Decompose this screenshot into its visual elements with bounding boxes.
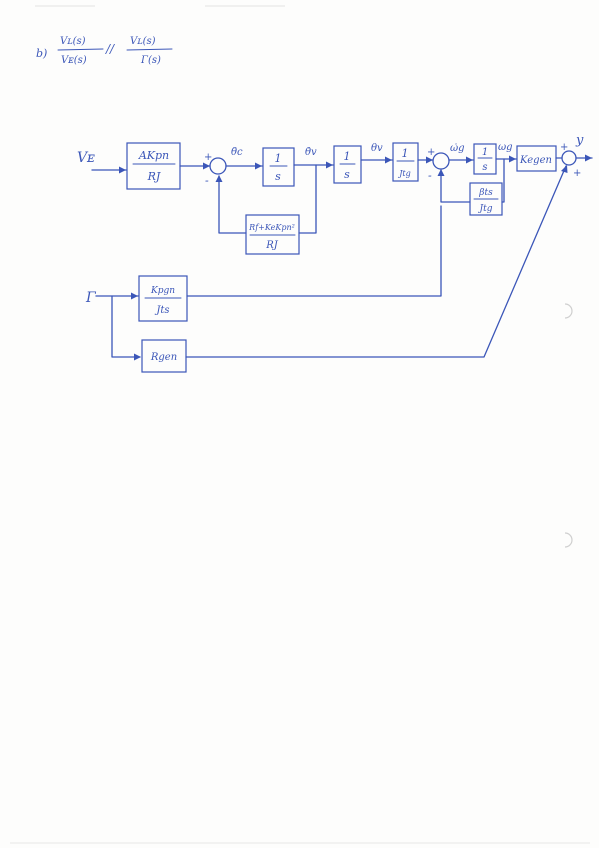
signal-theta: θv [371, 143, 383, 154]
block-denominator: RJ [147, 170, 161, 183]
block-integrator-2: 1 s [333, 145, 362, 184]
block-numerator: AKpn [138, 149, 169, 162]
arrow [585, 154, 592, 162]
block-inertia: 1 Jtg [392, 142, 419, 182]
arrow [326, 161, 333, 169]
arrow [426, 156, 433, 164]
ratio-two-numerator: Vʟ(s) [130, 36, 156, 47]
arrow [437, 169, 445, 176]
item-label: b) [36, 47, 47, 60]
ratio-one-denominator: Vᴇ(s) [61, 55, 87, 66]
arrow [385, 156, 392, 164]
block-friction: βts Jtg [469, 182, 503, 216]
signal-omega-dot: ω̇g [450, 143, 465, 154]
wire-rgen [185, 165, 567, 358]
signal-lines [91, 154, 593, 361]
block-numerator: βts [478, 188, 493, 198]
output-y-label: y [575, 133, 584, 148]
summing-junction-1 [209, 157, 227, 175]
block-denominator: s [275, 170, 281, 183]
signal-omega: ωg [498, 142, 513, 153]
block-frame [126, 142, 181, 190]
wire-kpgen [186, 205, 442, 297]
ratio-two-denominator: Γ(s) [140, 55, 161, 66]
punch-hole [564, 532, 573, 548]
wire-friction [440, 169, 471, 203]
block-frame [138, 275, 188, 322]
arrow [119, 166, 126, 174]
input-ve-label: Vᴇ [77, 150, 95, 166]
block-denominator: s [344, 168, 350, 181]
arrow [561, 165, 568, 173]
header: b) Vʟ(s) Vᴇ(s) // Vʟ(s) Γ(s) [36, 36, 173, 66]
arrow [255, 162, 262, 170]
block-integrator-3: 1 s [473, 143, 497, 175]
arrow [203, 162, 210, 170]
block-label: Kegen [519, 155, 552, 166]
wire-feedback [218, 175, 247, 234]
block-akpn: AKpn RJ [126, 142, 181, 190]
block-integrator-1: 1 s [262, 147, 295, 187]
block-kegen: Kegen [516, 145, 557, 172]
signal-theta-dot: θ̇v [305, 147, 317, 158]
block-kpgen: Kpgn Jts [138, 275, 188, 322]
block-frame [469, 182, 503, 216]
wire-feedback [298, 164, 317, 234]
arrow [215, 175, 223, 182]
block-denominator: Jtg [478, 204, 493, 214]
arrow [466, 156, 473, 164]
sign-plus: + [560, 142, 568, 153]
wire-gamma-branch [111, 295, 141, 358]
block-frame [245, 214, 300, 255]
separator: // [105, 42, 116, 56]
block-rgen: Rgen [141, 339, 187, 373]
block-numerator: 1 [275, 152, 282, 165]
block-frame [141, 339, 187, 373]
input-gamma-label: Γ [85, 290, 97, 306]
ratio-one-numerator: Vʟ(s) [60, 36, 86, 47]
wire-friction [501, 158, 505, 203]
block-feedback: Rf+KeKpn² RJ [245, 214, 300, 255]
block-numerator: Kpgn [150, 286, 175, 296]
punch-hole [564, 303, 573, 319]
block-frame [516, 145, 557, 172]
block-numerator: 1 [344, 150, 351, 163]
block-numerator: 1 [482, 147, 488, 158]
block-numerator: 1 [402, 147, 409, 160]
signal-theta-ddot: θ̈c [231, 147, 243, 158]
sign-plus: + [204, 152, 212, 163]
arrow [131, 292, 138, 300]
sign-minus: - [428, 169, 432, 182]
block-frame [262, 147, 295, 187]
block-denominator: Jtg [397, 169, 411, 178]
summing-junction-3 [561, 150, 577, 166]
summing-junction-2 [432, 152, 450, 170]
fraction-bar [57, 48, 104, 51]
block-denominator: RJ [265, 240, 279, 251]
block-frame [333, 145, 362, 184]
block-frame [473, 143, 497, 175]
block-denominator: s [482, 162, 487, 173]
fraction-bar [126, 48, 173, 51]
sign-plus: + [427, 147, 435, 158]
sign-plus: + [573, 168, 581, 179]
block-numerator: Rf+KeKpn² [248, 223, 295, 232]
sign-minus: - [205, 174, 209, 187]
arrow [134, 353, 141, 361]
arrow [509, 155, 516, 163]
block-label: Rgen [150, 352, 177, 363]
block-frame [392, 142, 419, 182]
block-denominator: Jts [154, 305, 169, 316]
